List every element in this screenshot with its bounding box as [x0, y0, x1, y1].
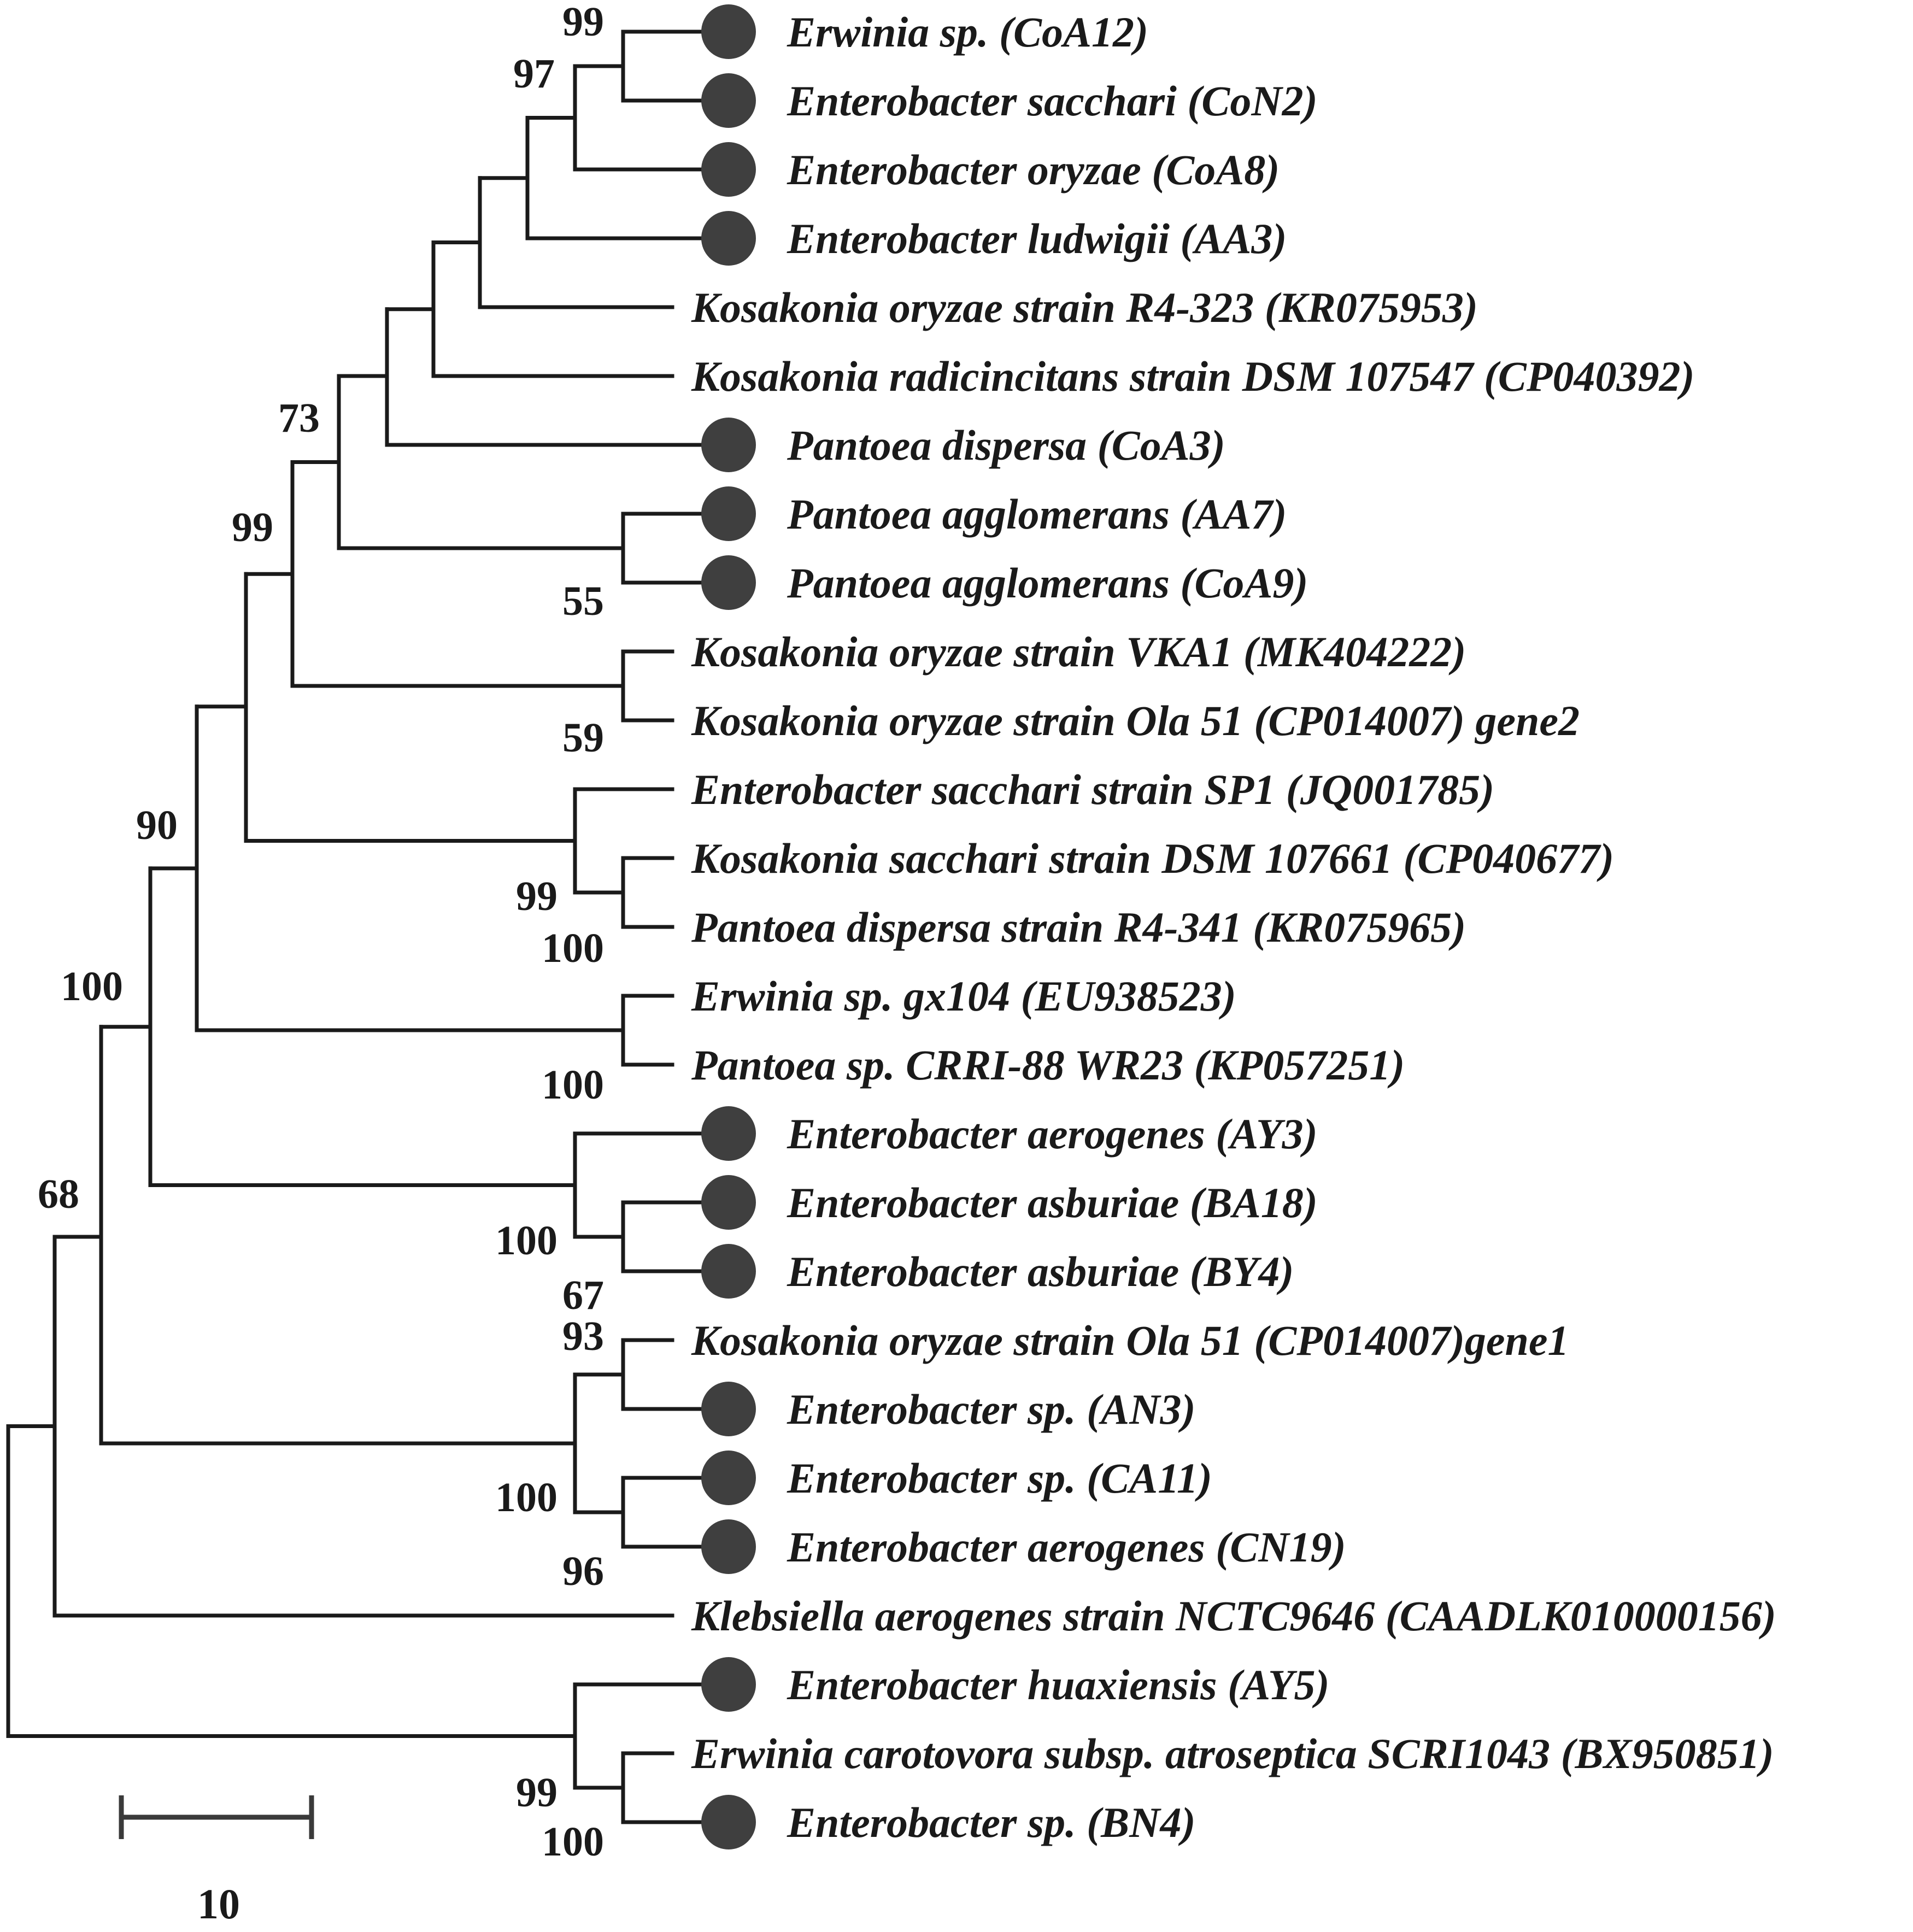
leaf-label: Kosakonia sacchari strain DSM 107661 (CP… — [691, 835, 1614, 882]
leaf-label: Enterobacter oryzae (CoA8) — [787, 146, 1280, 193]
leaf-label: Enterobacter asburiae (BY4) — [787, 1248, 1294, 1295]
bootstrap-value: 99 — [232, 504, 273, 550]
leaf-labels: Erwinia sp. (CoA12) Enterobacter sacchari… — [691, 8, 1776, 1846]
bootstrap-value: 73 — [278, 395, 320, 441]
filled-circle-icon — [701, 1106, 756, 1161]
leaf-label: Kosakonia oryzae strain VKA1 (MK404222) — [691, 628, 1466, 676]
leaf-label: Enterobacter aerogenes (CN19) — [787, 1523, 1346, 1571]
bootstrap-value: 68 — [38, 1171, 79, 1217]
bootstrap-value: 99 — [562, 0, 604, 45]
filled-circle-icon — [701, 1519, 756, 1574]
leaf-label: Enterobacter sp. (AN3) — [787, 1385, 1195, 1433]
bootstrap-value: 97 — [513, 51, 555, 97]
filled-circle-icon — [701, 555, 756, 610]
filled-circle-icon — [701, 486, 756, 541]
leaf-markers — [701, 4, 756, 1849]
bootstrap-value: 90 — [136, 802, 178, 848]
filled-circle-icon — [701, 1451, 756, 1505]
filled-circle-icon — [701, 73, 756, 128]
leaf-label: Enterobacter asburiae (BA18) — [787, 1179, 1318, 1226]
leaf-label: Kosakonia oryzae strain R4-323 (KR075953… — [691, 284, 1478, 331]
filled-circle-icon — [701, 418, 756, 472]
leaf-label: Enterobacter huaxiensis (AY5) — [787, 1661, 1329, 1708]
leaf-label: Enterobacter aerogenes (AY3) — [787, 1110, 1318, 1158]
filled-circle-icon — [701, 1795, 756, 1849]
leaf-label: Enterobacter sp. (BN4) — [787, 1799, 1195, 1846]
filled-circle-icon — [701, 1244, 756, 1299]
leaf-label: Kosakonia radicincitans strain DSM 10754… — [691, 353, 1694, 400]
leaf-label: Pantoea dispersa strain R4-341 (KR075965… — [691, 903, 1466, 951]
leaf-label: Pantoea sp. CRRI-88 WR23 (KP057251) — [691, 1041, 1405, 1089]
leaf-label: Enterobacter ludwigii (AA3) — [787, 215, 1287, 262]
tree-branches — [6, 30, 703, 1824]
leaf-label: Erwinia sp. gx104 (EU938523) — [691, 972, 1236, 1020]
filled-circle-icon — [701, 1382, 756, 1436]
bootstrap-value: 59 — [562, 715, 604, 761]
bootstrap-value: 93 — [562, 1313, 604, 1359]
leaf-label: Enterobacter sacchari strain SP1 (JQ0017… — [691, 766, 1494, 813]
bootstrap-value: 100 — [495, 1475, 558, 1520]
bootstrap-value: 99 — [516, 1770, 558, 1816]
scale-bar-label: 10 — [197, 1880, 240, 1928]
bootstrap-value: 96 — [562, 1548, 604, 1594]
bootstrap-value: 100 — [542, 925, 604, 971]
leaf-label: Enterobacter sp. (CA11) — [787, 1454, 1212, 1502]
bootstrap-value: 100 — [495, 1218, 558, 1264]
bootstrap-value: 67 — [562, 1272, 604, 1318]
filled-circle-icon — [701, 1175, 756, 1230]
filled-circle-icon — [701, 1657, 756, 1712]
bootstrap-value: 55 — [562, 578, 604, 624]
leaf-label: Erwinia sp. (CoA12) — [787, 8, 1148, 56]
leaf-label: Kosakonia oryzae strain Ola 51 (CP014007… — [691, 697, 1580, 744]
leaf-label: Erwinia carotovora subsp. atroseptica SC… — [691, 1730, 1774, 1777]
scale-bar: 10 — [119, 1795, 314, 1928]
bootstrap-value: 100 — [61, 964, 123, 1009]
bootstrap-values: 9997739955599099100100100100679310096689… — [38, 0, 604, 1865]
leaf-label: Pantoea agglomerans (CoA9) — [787, 559, 1308, 607]
scale-bar-line — [119, 1795, 314, 1839]
filled-circle-icon — [701, 4, 756, 59]
filled-circle-icon — [701, 142, 756, 197]
bootstrap-value: 100 — [542, 1062, 604, 1108]
leaf-label: Enterobacter sacchari (CoN2) — [787, 77, 1318, 125]
leaf-label: Kosakonia oryzae strain Ola 51 (CP014007… — [691, 1317, 1569, 1364]
bootstrap-value: 100 — [542, 1819, 604, 1865]
filled-circle-icon — [701, 211, 756, 266]
leaf-label: Klebsiella aerogenes strain NCTC9646 (CA… — [691, 1592, 1776, 1640]
bootstrap-value: 99 — [516, 873, 558, 919]
leaf-label: Pantoea agglomerans (AA7) — [787, 490, 1287, 538]
leaf-label: Pantoea dispersa (CoA3) — [787, 421, 1225, 469]
